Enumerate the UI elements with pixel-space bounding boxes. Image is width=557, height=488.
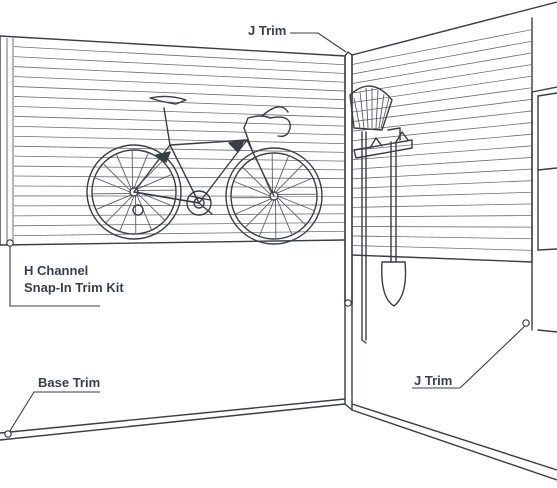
wheel-spoke xyxy=(133,152,149,189)
left-slat-line xyxy=(13,115,346,127)
right-slat-line xyxy=(351,215,533,218)
wheel-spoke xyxy=(273,155,290,193)
right-slat-line xyxy=(351,110,533,132)
label-h-channel-line2: Snap-In Trim Kit xyxy=(24,280,124,295)
base-trim-marker xyxy=(4,430,12,438)
label-base-trim: Base Trim xyxy=(38,374,100,391)
right-slat-line xyxy=(351,133,533,151)
wheel-spoke xyxy=(136,194,153,231)
wheel-spoke xyxy=(244,199,273,228)
right-slat-line xyxy=(351,98,533,123)
wheel-spoke xyxy=(258,199,275,237)
wheel-spoke xyxy=(276,177,314,194)
wheel-spoke xyxy=(275,164,304,193)
left-slat-line xyxy=(13,230,346,237)
label-j-trim-top-text: J Trim xyxy=(248,23,287,38)
left-base-trim-line xyxy=(0,398,346,434)
wheel-spoke xyxy=(277,195,315,212)
wheel-spoke xyxy=(136,173,173,190)
left-slat-line xyxy=(13,86,346,101)
left-slat-line xyxy=(13,76,346,92)
leader-base-trim xyxy=(7,391,100,435)
label-h-channel: H Channel Snap-In Trim Kit xyxy=(24,262,124,296)
wheel-spoke xyxy=(105,195,133,224)
shovel-icon xyxy=(381,127,407,307)
left-slat-line xyxy=(13,56,346,74)
right-slat-line xyxy=(351,145,533,161)
bicycle-icon xyxy=(86,95,323,245)
right-base-trim-line xyxy=(351,403,557,471)
leader-j-trim-right xyxy=(412,324,527,389)
corner-j-trim xyxy=(344,51,353,57)
left-slat-line xyxy=(13,213,346,217)
floor-corner xyxy=(344,403,353,411)
left-slat-line xyxy=(13,105,346,118)
wheel-spoke xyxy=(102,163,131,191)
corner-marker xyxy=(344,299,352,307)
label-h-channel-line1: H Channel xyxy=(24,263,89,278)
h-channel-marker xyxy=(6,239,14,247)
wheel-spoke xyxy=(115,153,132,190)
left-slat-line xyxy=(13,46,346,66)
right-slat-line xyxy=(351,191,533,199)
right-slat-line xyxy=(351,235,533,240)
callout-leaders xyxy=(7,32,527,435)
right-floor-line xyxy=(351,409,557,481)
wheel-spoke xyxy=(234,198,272,215)
window-icon xyxy=(531,86,557,333)
wheel-spoke xyxy=(277,197,306,226)
left-slat-line xyxy=(13,222,346,227)
right-slat-line xyxy=(351,203,533,208)
right-slat-line xyxy=(351,87,533,113)
left-slat-line xyxy=(13,145,346,153)
label-base-trim-text: Base Trim xyxy=(38,375,101,390)
wheel-spoke xyxy=(119,195,135,232)
right-slat-line xyxy=(351,245,533,251)
right-slat-line xyxy=(351,40,533,75)
left-slat-line xyxy=(13,125,346,136)
label-j-trim-right-text: J Trim xyxy=(414,373,453,388)
leader-h-channel xyxy=(9,245,100,307)
left-slat-line xyxy=(13,135,346,145)
wheel-spoke xyxy=(242,166,271,195)
wheel-spoke xyxy=(94,177,131,193)
wheel-spoke xyxy=(137,191,174,207)
left-slat-line xyxy=(13,66,346,83)
label-j-trim-right: J Trim xyxy=(414,372,452,389)
right-slat-line xyxy=(351,29,533,65)
right-slat-line xyxy=(351,52,533,84)
wheel-spoke xyxy=(95,194,132,211)
leader-j-trim-top xyxy=(290,32,347,53)
j-trim-right-marker xyxy=(522,319,530,327)
wheel-spoke xyxy=(276,198,293,236)
left-slatwall-panel xyxy=(0,35,346,246)
right-slat-line xyxy=(351,168,533,180)
left-slat-line xyxy=(13,185,346,188)
right-slat-line xyxy=(351,122,533,142)
wheel-spoke xyxy=(233,180,271,197)
left-slat-line xyxy=(13,155,346,162)
right-slat-line xyxy=(351,75,533,104)
right-slat-line xyxy=(351,180,533,189)
right-slat-line xyxy=(351,226,533,228)
right-slat-line xyxy=(351,64,533,94)
wheel-spoke xyxy=(137,193,166,221)
wall-hook-icon xyxy=(353,131,413,159)
right-slat-line xyxy=(351,157,533,170)
right-slatwall-panel xyxy=(351,1,557,263)
rake-icon xyxy=(349,85,393,344)
left-floor-line xyxy=(0,403,346,441)
label-j-trim-top: J Trim xyxy=(248,22,286,39)
left-slat-line xyxy=(13,165,346,171)
